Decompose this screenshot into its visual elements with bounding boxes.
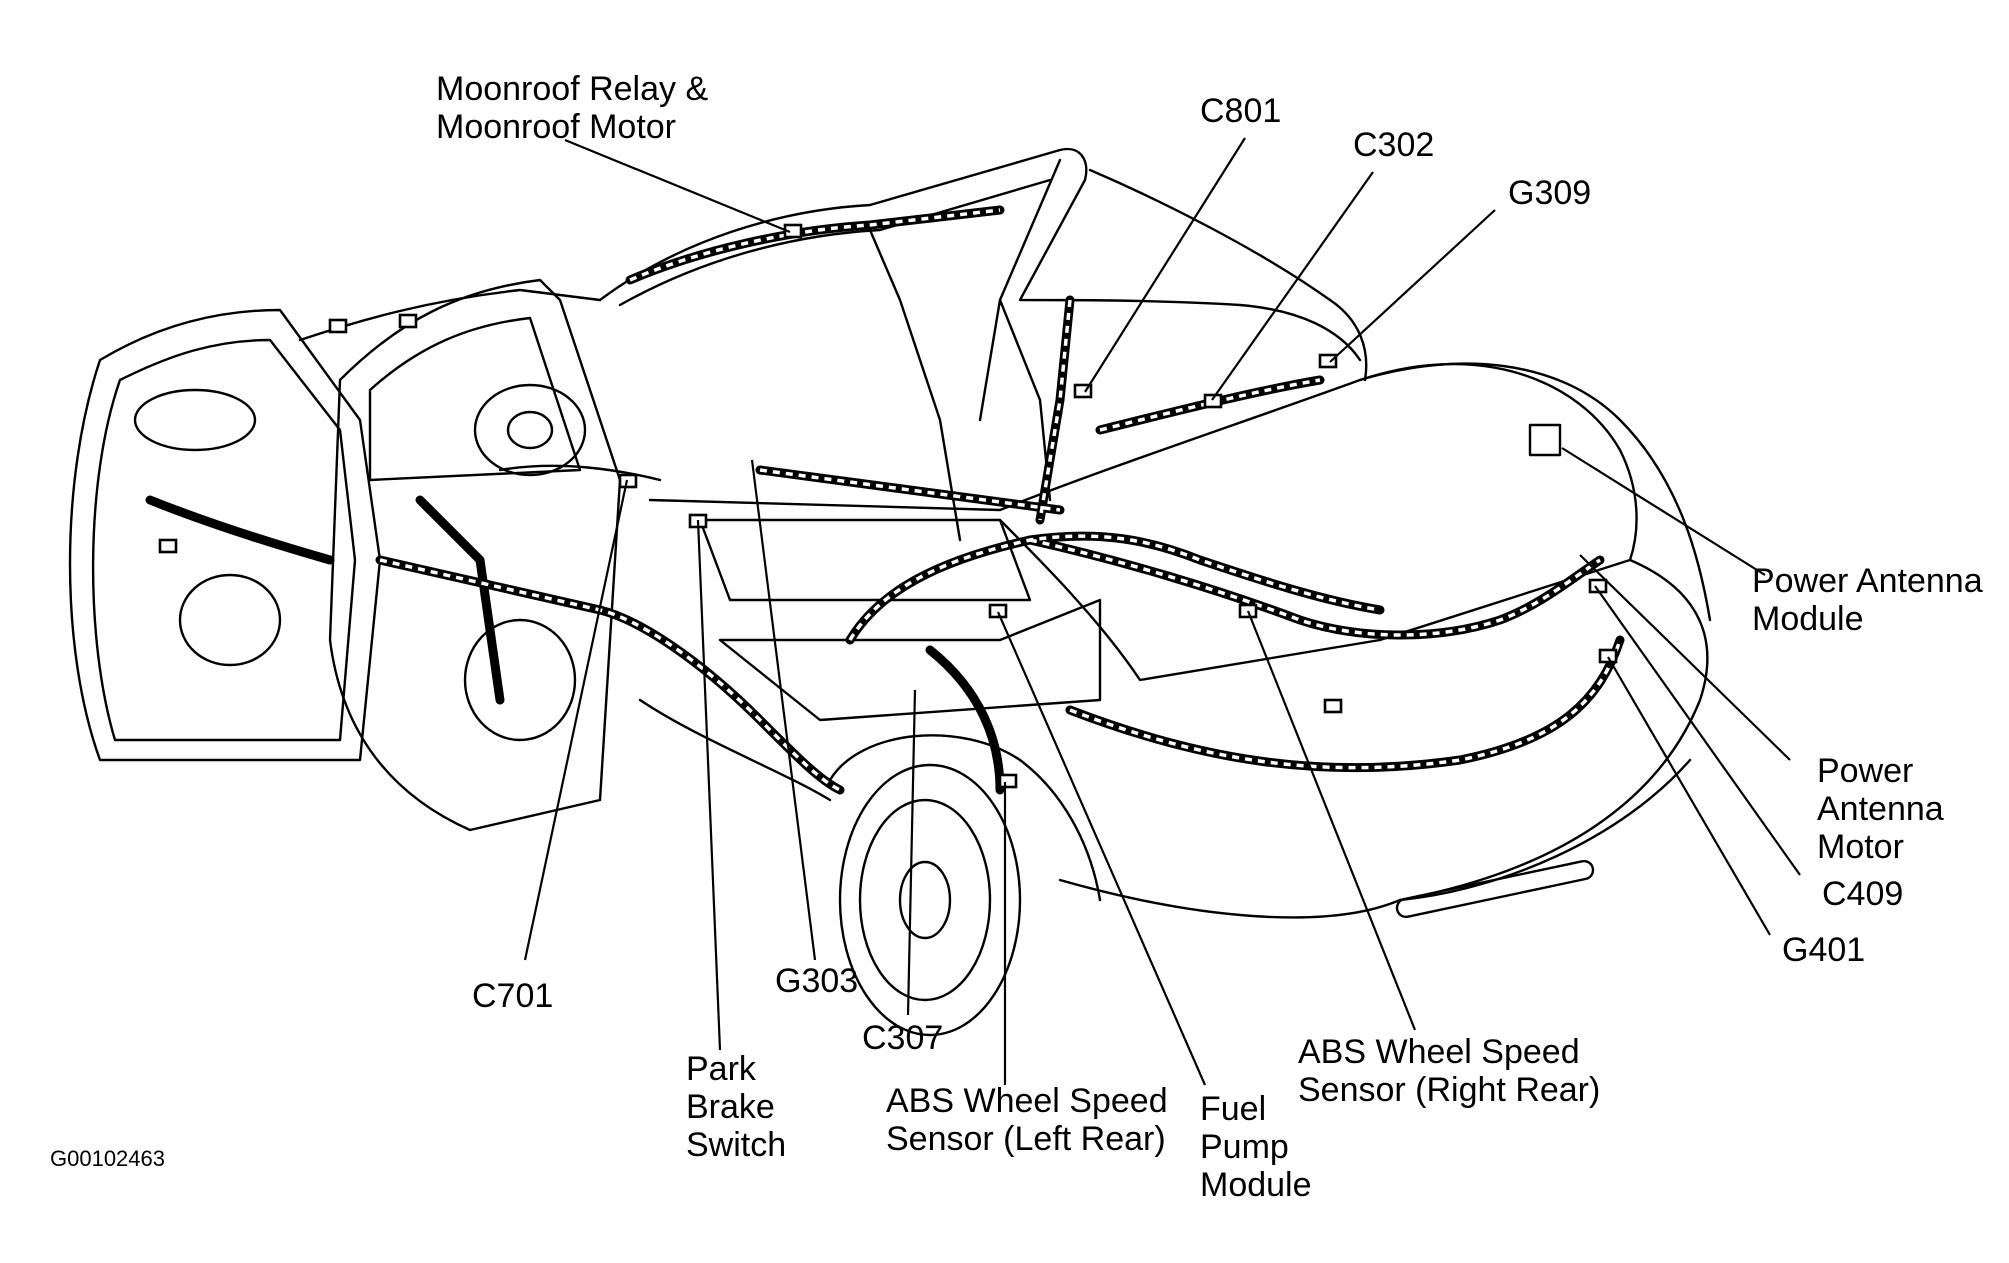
label-moonroof: Moonroof Relay & Moonroof Motor <box>436 70 709 146</box>
connector <box>998 773 1018 789</box>
cabin-floor <box>698 518 1032 602</box>
label-power-antenna-motor: Power Antenna Motor <box>1817 752 1944 866</box>
leader-c801 <box>1084 137 1246 393</box>
connector <box>1203 393 1223 409</box>
leader-g303 <box>750 459 817 961</box>
leader-c302 <box>1211 171 1374 401</box>
connector <box>618 473 638 489</box>
leader-power-antenna-motor <box>1579 554 1791 761</box>
label-g401: G401 <box>1782 931 1866 969</box>
rear-bumper <box>1398 558 1709 902</box>
label-abs-right-rear: ABS Wheel Speed Sensor (Right Rear) <box>1298 1033 1601 1109</box>
label-c701: C701 <box>472 977 554 1015</box>
quarter-panel <box>998 518 1382 682</box>
leader-park-brake <box>696 519 722 1051</box>
door-handle-cavity <box>133 388 257 452</box>
connector <box>1598 648 1618 664</box>
rear-seat <box>718 598 1102 722</box>
rocker-panel <box>638 698 832 802</box>
lower-body <box>1058 878 1402 919</box>
rear-tire <box>838 763 1022 1037</box>
c-pillar <box>998 298 1052 502</box>
power-antenna-module-box <box>1528 423 1562 457</box>
b-pillar <box>868 228 962 542</box>
rear-bumper-strip <box>1398 758 1692 902</box>
harness-roof <box>625 205 1005 285</box>
front-door-outer <box>68 308 382 762</box>
label-abs-left-rear: ABS Wheel Speed Sensor (Left Rear) <box>886 1082 1168 1158</box>
connector <box>398 313 418 329</box>
trunk-lid <box>1358 362 1638 642</box>
leader-abs-right-rear <box>1246 610 1417 1031</box>
label-g303: G303 <box>775 962 859 1000</box>
label-g309: G309 <box>1508 174 1592 212</box>
label-c307: C307 <box>862 1019 944 1057</box>
front-door-inner <box>91 338 357 742</box>
harness-main <box>375 555 845 795</box>
rear-reflector <box>1395 859 1595 919</box>
rear-window <box>1088 168 1368 382</box>
label-power-antenna-module: Power Antenna Module <box>1752 562 1983 638</box>
leader-c409 <box>1594 585 1801 876</box>
label-c302: C302 <box>1353 126 1435 164</box>
steering-wheel-hub <box>506 410 554 450</box>
leader-fuel-pump <box>996 611 1207 1086</box>
rear-door-window <box>368 316 582 482</box>
leader-g309 <box>1329 209 1496 363</box>
harness-trunk <box>1025 535 1605 640</box>
leader-moonroof <box>564 138 791 234</box>
leader-power-antenna-module <box>1561 447 1766 576</box>
label-c801: C801 <box>1200 92 1282 130</box>
rear-hub <box>898 860 952 940</box>
harness-door <box>145 495 335 565</box>
leader-c701 <box>523 479 629 961</box>
wheel-arch <box>828 734 1102 902</box>
windshield-pillar <box>978 158 1062 422</box>
car-body <box>68 147 1712 1037</box>
label-fuel-pump-module: Fuel Pump Module <box>1200 1090 1312 1204</box>
harness-cross <box>845 531 1385 645</box>
harness-left-rear <box>925 645 1005 795</box>
door-speaker <box>178 573 282 667</box>
steering-wheel <box>473 383 587 477</box>
harness-pillar <box>1035 295 1075 525</box>
leader-g401 <box>1607 656 1771 936</box>
harness-rear <box>1065 635 1625 773</box>
connector <box>158 538 178 554</box>
diagram-code: G00102463 <box>50 1146 165 1171</box>
label-c409: C409 <box>1822 875 1904 913</box>
hood-line <box>298 288 602 342</box>
leader-lines <box>523 137 1801 1086</box>
leader-c307 <box>906 689 917 1016</box>
harness-door2 <box>415 495 505 705</box>
label-park-brake-switch: Park Brake Switch <box>686 1050 787 1164</box>
connector <box>1318 353 1338 369</box>
connector <box>988 603 1008 619</box>
connector <box>328 318 348 334</box>
rear-door-speaker <box>463 618 577 742</box>
rear-rim <box>858 798 992 1002</box>
dashboard <box>498 464 662 482</box>
connector <box>1323 698 1343 714</box>
roof-inner <box>618 178 1052 307</box>
